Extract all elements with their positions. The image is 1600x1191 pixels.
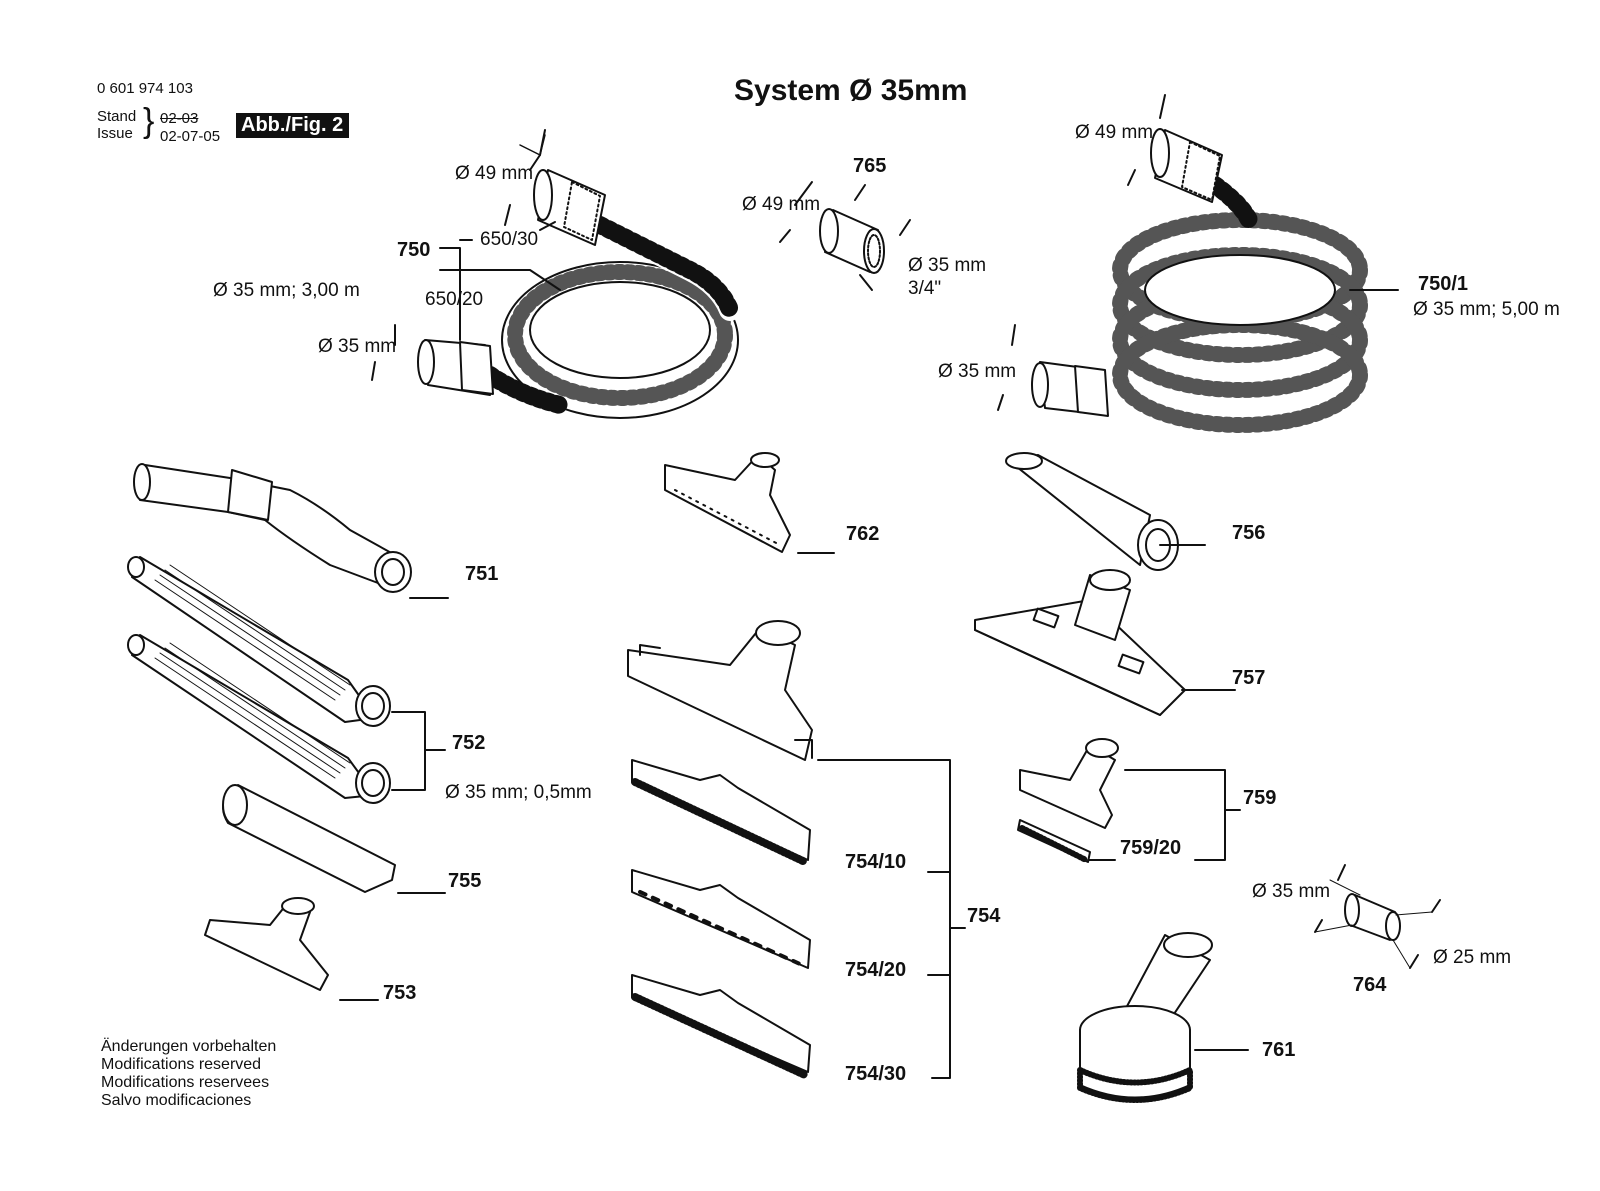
part-764 [1314,864,1441,969]
part-number-756: 756 [1232,522,1266,544]
doc-number: 0 601 974 103 [97,80,193,97]
part-755 [222,784,396,893]
label-765-thread: 3/4" [908,278,942,299]
part-number-764: 764 [1353,974,1387,996]
label-752-spec: Ø 35 mm; 0,5mm [445,782,592,803]
label-7501-d49: Ø 49 mm [1075,122,1154,143]
label-764-d25: Ø 25 mm [1433,947,1512,968]
footer-note-fr: Modifications reservees [101,1074,270,1091]
part-number-754-20: 754/20 [845,959,907,981]
part-761 [1077,932,1213,1103]
part-number-754-30: 754/30 [845,1063,907,1085]
part-number-761: 761 [1262,1039,1296,1061]
leader-lines [339,154,1399,1079]
part-number-765: 765 [853,155,887,177]
hose-750 [371,129,741,419]
page-title: System Ø 35mm [734,74,968,107]
old-date: 02-03 [160,110,199,127]
label-765-d35: Ø 35 mm [908,255,987,276]
part-756 [1005,452,1179,571]
label-7501-d35: Ø 35 mm [938,361,1017,382]
part-number-757: 757 [1232,667,1266,689]
label-750-d35: Ø 35 mm [318,336,397,357]
footer-note-en: Modifications reserved [101,1056,262,1073]
label-764-d35: Ø 35 mm [1252,881,1331,902]
part-757 [974,569,1186,716]
part-762 [664,452,791,553]
label-750-d49: Ø 49 mm [455,163,534,184]
part-number-759: 759 [1243,787,1277,809]
part-number-762: 762 [846,523,880,545]
hose-750-coil-ribs [507,264,733,406]
hose-750-1 [997,94,1368,433]
part-number-754-10: 754/10 [845,851,907,873]
insert-754-30 [631,974,811,1079]
label-650-30: 650/30 [480,229,539,250]
part-number-751: 751 [465,563,499,585]
part-number-759-20: 759/20 [1120,837,1182,859]
part-number-750-1: 750/1 [1418,273,1469,295]
label-650-20: 650/20 [425,289,484,310]
part-753 [204,897,329,991]
hose-750-coil-outer [501,261,739,419]
hose-750-lower-run [481,366,569,414]
footer-note-es: Salvo modificaciones [101,1092,252,1109]
label-750-spec: Ø 35 mm; 3,00 m [213,280,360,301]
figure-badge: Abb./Fig. 2 [236,113,350,138]
part-number-752: 752 [452,732,486,754]
part-759 [1017,738,1119,863]
insert-754-20 [631,869,811,969]
part-number-750: 750 [397,239,431,261]
bracket-glyph: } [143,102,155,140]
part-751 [133,463,412,593]
part-754 [627,620,813,761]
part-number-753: 753 [383,982,417,1004]
part-number-755: 755 [448,870,482,892]
part-752 [127,556,391,804]
issue-label: Issue [97,125,133,142]
part-number-754: 754 [967,905,1001,927]
label-7501-spec: Ø 35 mm; 5,00 m [1413,299,1560,320]
issue-date: 02-07-05 [160,128,221,145]
insert-754-10 [631,759,811,866]
adapter-765 [779,181,911,291]
footer-note-de: Änderungen vorbehalten [101,1038,277,1055]
stand-label: Stand [97,108,137,125]
hose-750-upper-run [591,216,739,319]
hose-750-coil-inner [529,281,711,379]
label-765-d49: Ø 49 mm [742,194,821,215]
